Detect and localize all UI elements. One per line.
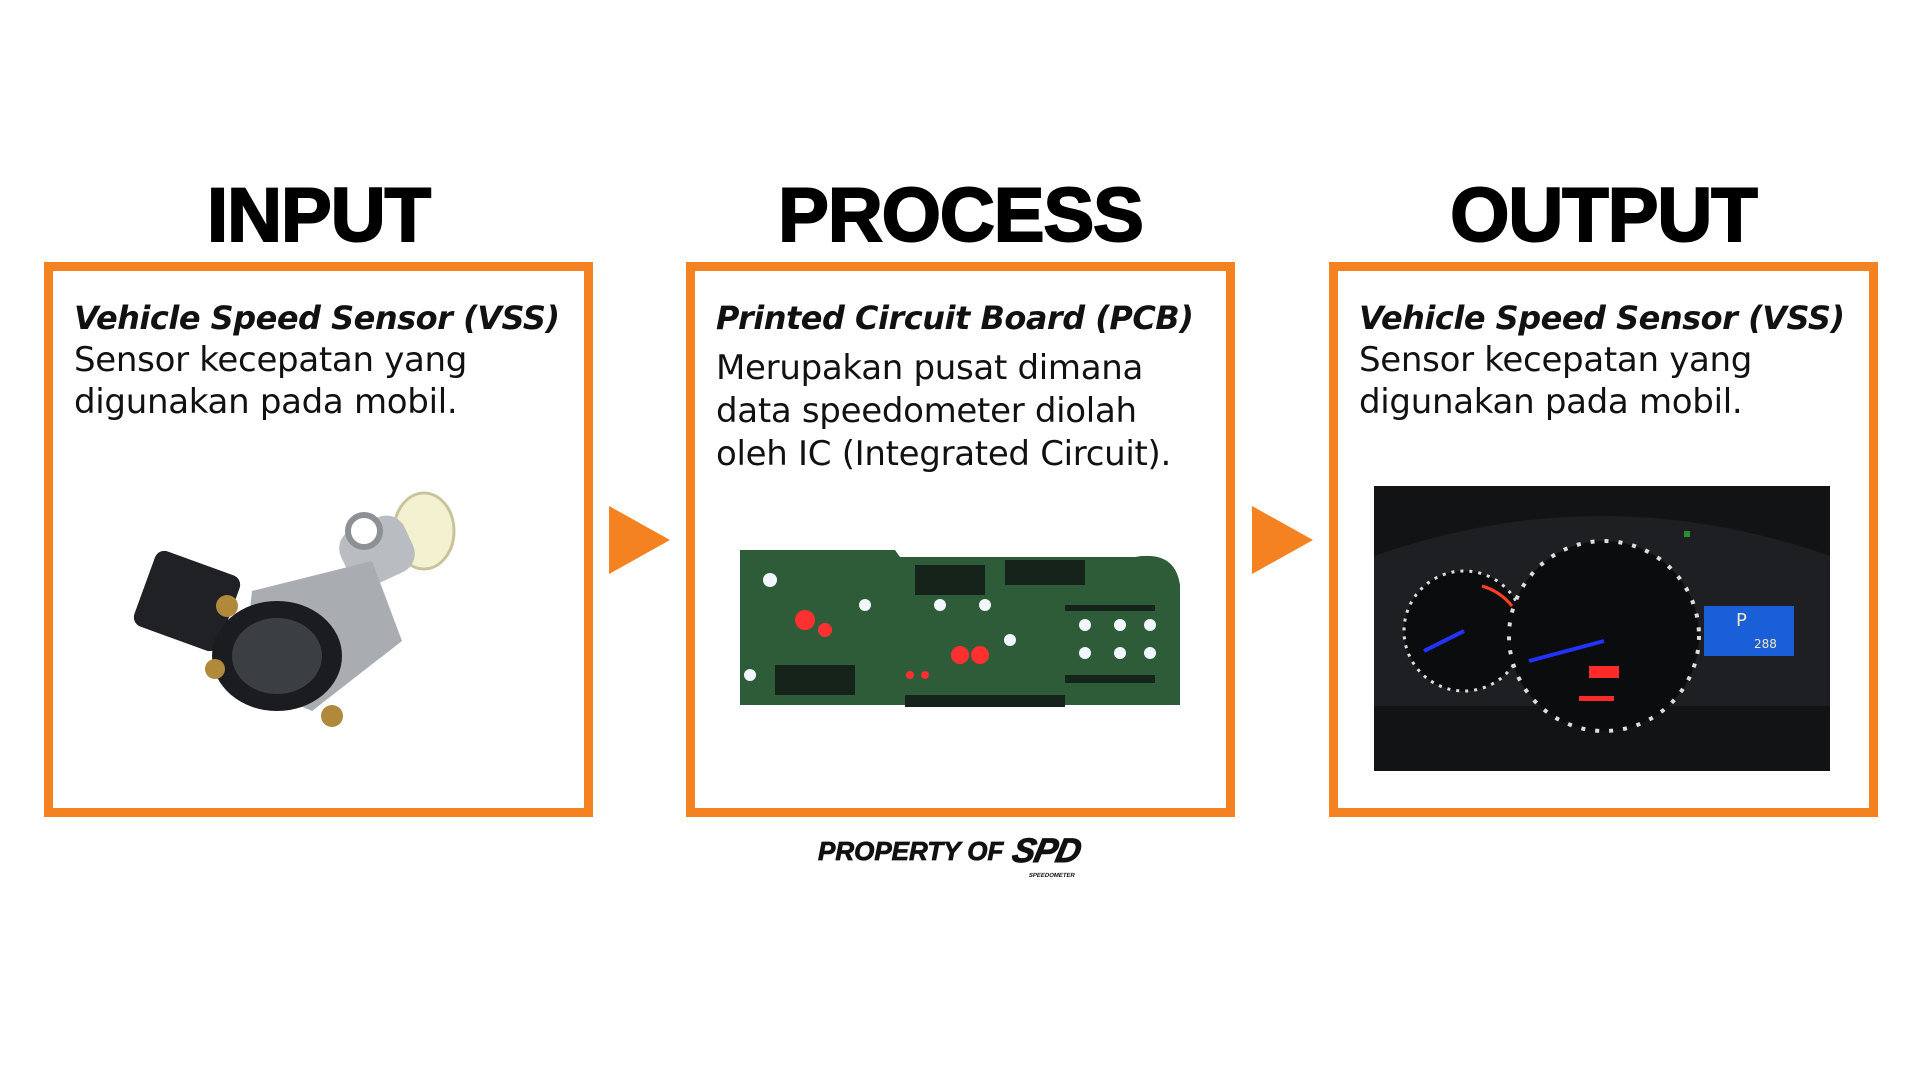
instrument-cluster-image: P 288 [1374, 486, 1830, 771]
spd-logo-text: SPD [1009, 832, 1085, 871]
input-box: Vehicle Speed Sensor (VSS) Sensor kecepa… [44, 262, 593, 817]
vehicle-speed-sensor-image [133, 491, 456, 727]
input-heading: Vehicle Speed Sensor (VSS) [74, 299, 560, 337]
arrow-right-icon [609, 506, 670, 574]
svg-text:P: P [1736, 610, 1747, 631]
speedometer-pcb-image [740, 550, 1180, 707]
arrow-right-icon [1252, 506, 1313, 574]
property-watermark: PROPERTY OF SPD SPEEDOMETER [818, 832, 1085, 880]
svg-text:288: 288 [1754, 637, 1777, 651]
input-title: INPUT [206, 172, 432, 259]
input-description: Sensor kecepatan yang digunakan pada mob… [74, 340, 468, 422]
process-heading: Printed Circuit Board (PCB) [716, 299, 1194, 337]
spd-logo-subtext: SPEEDOMETER [1028, 873, 1076, 879]
process-description: Merupakan pusat dimana data speedometer … [716, 348, 1172, 474]
process-box: Printed Circuit Board (PCB) Merupakan pu… [686, 262, 1235, 817]
property-label: PROPERTY OF [818, 836, 1004, 867]
output-heading: Vehicle Speed Sensor (VSS) [1359, 299, 1845, 337]
process-title: PROCESS [777, 172, 1145, 259]
spd-logo: SPD SPEEDOMETER [1009, 832, 1085, 880]
output-description: Sensor kecepatan yang digunakan pada mob… [1359, 340, 1753, 422]
output-title: OUTPUT [1449, 172, 1758, 259]
